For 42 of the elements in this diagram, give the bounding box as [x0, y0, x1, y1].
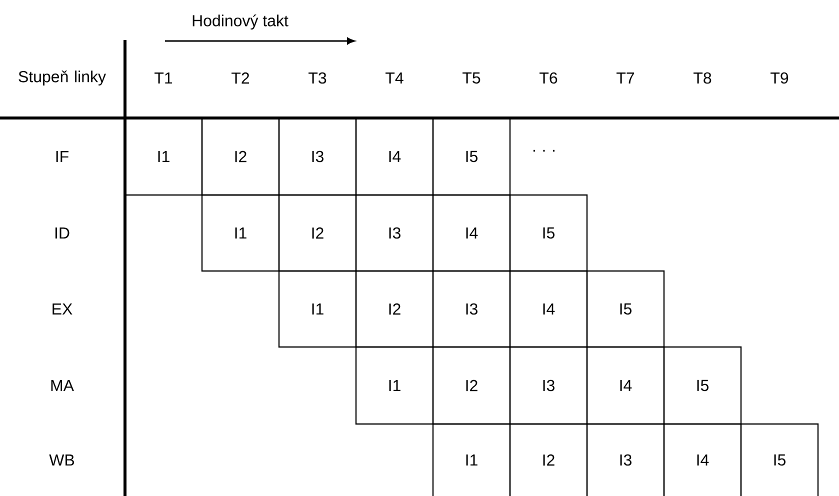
column-header: T3 [308, 72, 326, 84]
table-cell: I5 [432, 117, 511, 196]
row-header: MA [51, 380, 74, 391]
column-header: T7 [616, 72, 634, 84]
column-header: T5 [462, 72, 480, 84]
table-cell: I2 [278, 194, 357, 272]
column-header: T1 [154, 72, 172, 84]
row-header: EX [52, 304, 72, 314]
table-cell: I4 [586, 346, 665, 425]
row-header: WB [49, 454, 74, 466]
table-cell: I3 [509, 346, 588, 425]
table-cell: I4 [509, 270, 588, 348]
table-cell: I2 [432, 346, 511, 425]
table-cell: I2 [509, 423, 588, 496]
table-cell: I4 [355, 117, 434, 196]
axis-label: Hodinový takt [192, 14, 288, 30]
row-header: IF [56, 151, 68, 162]
column-header: T8 [694, 72, 712, 84]
table-cell: I3 [355, 194, 434, 272]
table-cell: I1 [432, 423, 511, 496]
table-cell: I1 [355, 346, 434, 425]
table-cell: I3 [432, 270, 511, 348]
table-cell: I2 [201, 117, 280, 196]
table-cell: I1 [201, 194, 280, 272]
table-cell: I5 [509, 194, 588, 272]
column-header: T2 [232, 72, 250, 84]
column-header: T4 [386, 72, 404, 84]
table-cell: I2 [355, 270, 434, 348]
ellipsis: · · · [533, 150, 555, 152]
table-cell: I3 [278, 117, 357, 196]
table-cell: I4 [432, 194, 511, 272]
table-cell: I1 [278, 270, 357, 348]
table-cell: I5 [740, 423, 819, 496]
column-header: Stupeň linky [18, 70, 106, 86]
column-header: T6 [540, 72, 558, 84]
table-cell: I4 [663, 423, 742, 496]
column-header: T9 [770, 72, 788, 84]
table-cell: I5 [663, 346, 742, 425]
row-header: ID [55, 228, 70, 238]
table-cell: I3 [586, 423, 665, 496]
table-cell: I1 [124, 117, 203, 196]
table-cell: I5 [586, 270, 665, 348]
